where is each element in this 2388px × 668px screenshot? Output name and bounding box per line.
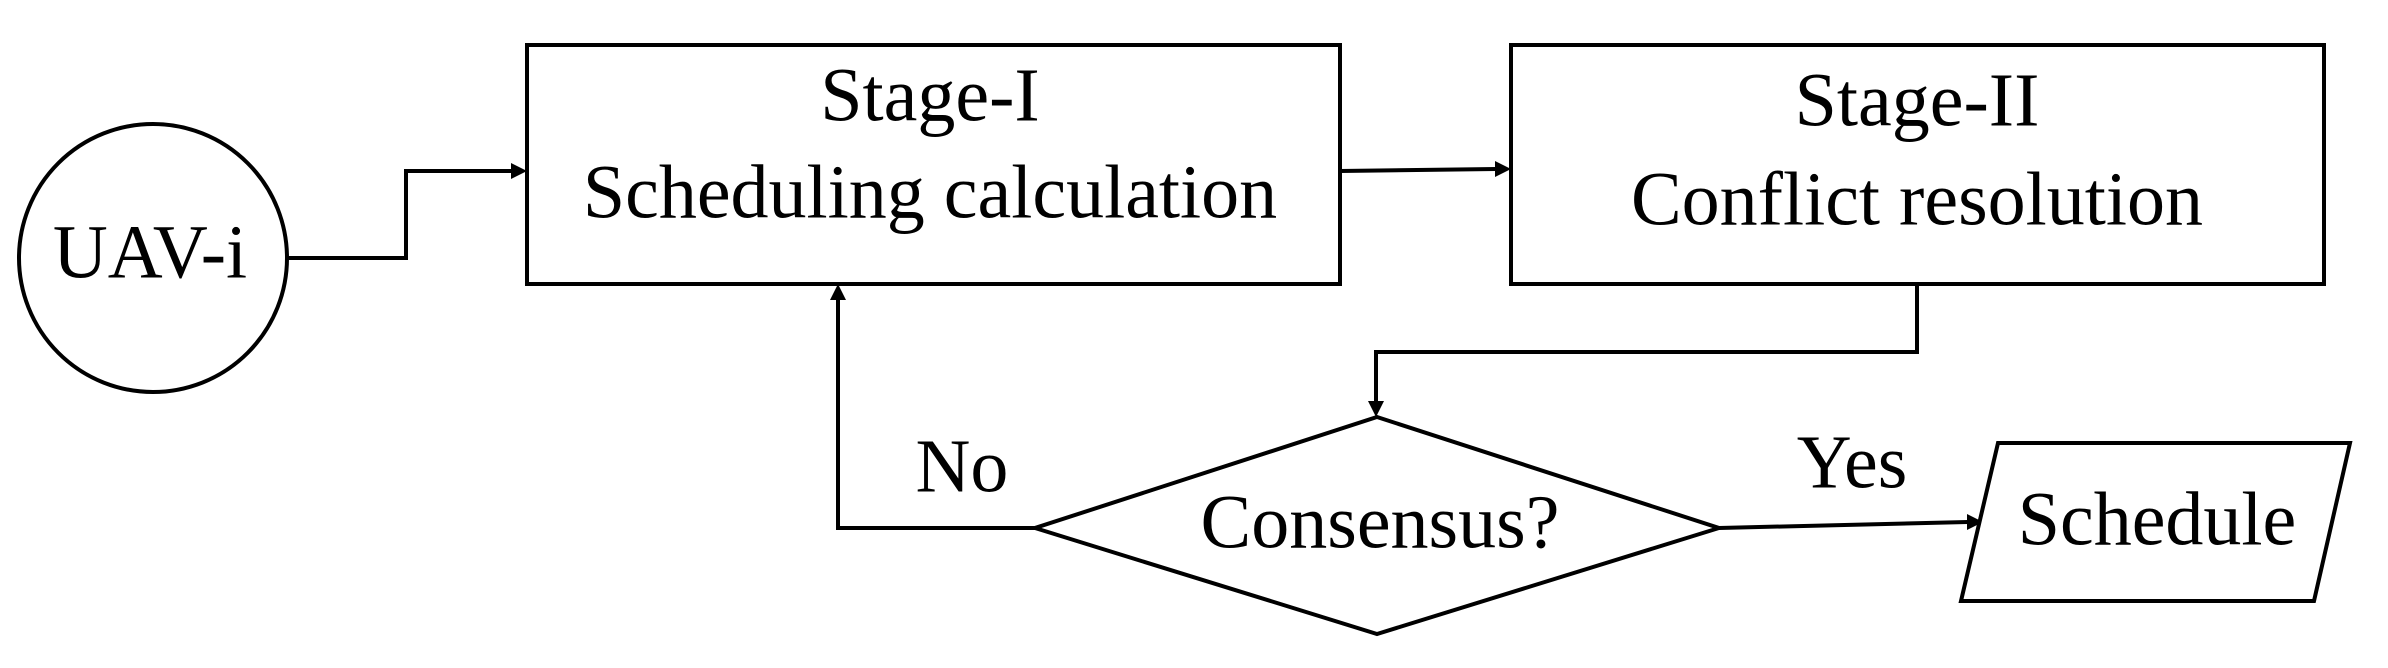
uav-label: UAV-i bbox=[53, 210, 247, 294]
stage1-box bbox=[525, 43, 1342, 286]
edge-uav-to-stage1 bbox=[288, 169, 512, 260]
stage2-subtitle: Conflict resolution bbox=[1631, 157, 2203, 241]
schedule-label: Schedule bbox=[2018, 477, 2297, 561]
edge-stage1-to-stage2 bbox=[1339, 167, 1497, 173]
stage2-title: Stage-II bbox=[1795, 58, 2040, 142]
arrowhead-decision-input bbox=[1368, 401, 1384, 417]
arrowhead-schedule-input bbox=[1967, 514, 1983, 530]
stage1-subtitle: Scheduling calculation bbox=[583, 150, 1277, 234]
schedule-output-parallelogram bbox=[1958, 441, 2353, 603]
edge-decision-no-to-stage1 bbox=[836, 300, 1035, 530]
arrowhead-stage2-input bbox=[1495, 161, 1511, 177]
uav-node bbox=[17, 122, 289, 394]
edge-decision-yes-to-schedule bbox=[1718, 520, 1969, 530]
arrowhead-stage1-input bbox=[511, 163, 527, 179]
stage1-title: Stage-I bbox=[820, 53, 1039, 137]
arrowhead-stage1-feedback bbox=[830, 284, 846, 300]
edge-label-yes: Yes bbox=[1797, 420, 1908, 504]
edge-label-no: No bbox=[916, 424, 1009, 508]
consensus-decision-diamond bbox=[1028, 414, 1726, 637]
decision-label: Consensus? bbox=[1201, 480, 1560, 564]
edge-stage2-to-decision bbox=[1374, 284, 1919, 402]
stage2-box bbox=[1509, 43, 2326, 286]
